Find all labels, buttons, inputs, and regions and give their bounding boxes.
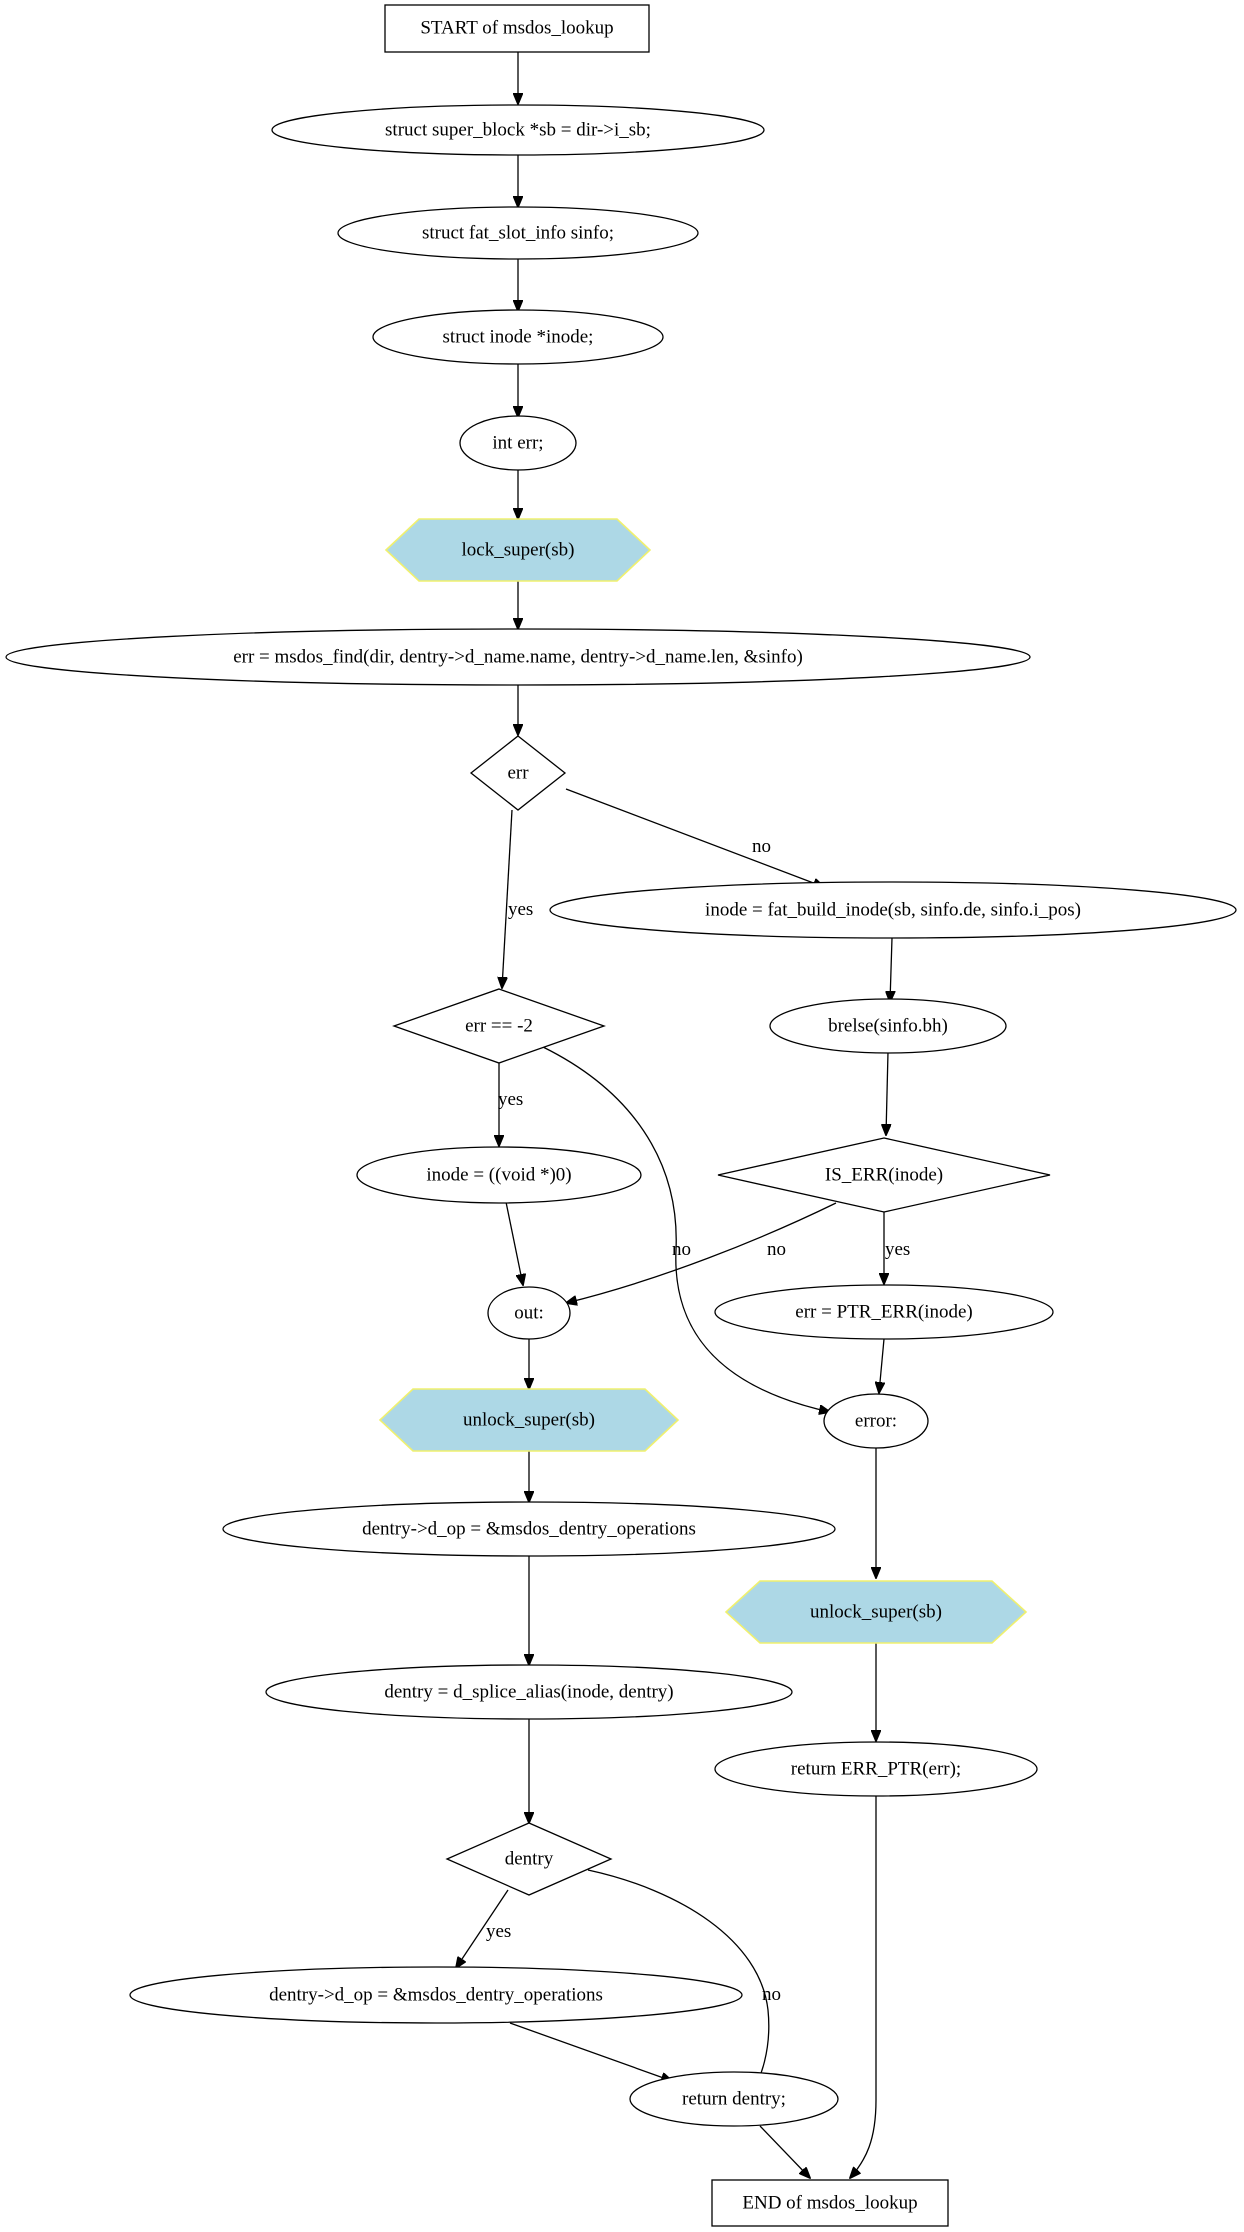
nodes: START of msdos_lookup struct super_block… — [5, 4, 1237, 2227]
label-out-node: out: — [487, 1286, 571, 1340]
inode-null-node: inode = ((void *)0) — [356, 1146, 642, 1204]
label-out-node-label: out: — [514, 1303, 544, 1324]
dentry-op-2-node-label: dentry->d_op = &msdos_dentry_operations — [269, 1985, 603, 2006]
start-node-label: START of msdos_lookup — [420, 18, 613, 39]
return-err-ptr-node: return ERR_PTR(err); — [714, 1741, 1038, 1797]
edge-label-dentry-no: no — [762, 1984, 781, 2005]
edge-cond-err-no — [565, 788, 824, 887]
edge-label-eq-no: no — [672, 1239, 691, 1260]
brelse-node: brelse(sinfo.bh) — [769, 998, 1007, 1054]
label-error-node-label: error: — [855, 1411, 897, 1432]
edge-cond-dentry-yes — [456, 1889, 509, 1968]
splice-alias-node: dentry = d_splice_alias(inode, dentry) — [265, 1664, 793, 1720]
lock-super-node: lock_super(sb) — [384, 518, 652, 582]
edge-return-err-to-end — [850, 1796, 877, 2178]
cond-err-node-label: err — [507, 763, 529, 784]
edge-dentry-op-2-to-return — [509, 2022, 672, 2081]
splice-alias-node-label: dentry = d_splice_alias(inode, dentry) — [384, 1682, 673, 1703]
dentry-op-2-node: dentry->d_op = &msdos_dentry_operations — [129, 1966, 743, 2024]
edge-label-iserr-yes: yes — [885, 1239, 910, 1260]
cond-is-err-node: IS_ERR(inode) — [717, 1137, 1051, 1213]
cond-err-eq-node: err == -2 — [392, 988, 606, 1064]
dentry-op-1-node: dentry->d_op = &msdos_dentry_operations — [222, 1501, 836, 1557]
edge-fat-build-to-brelse — [890, 937, 892, 1002]
decl-sb-node: struct super_block *sb = dir->i_sb; — [271, 104, 765, 156]
decl-sinfo-node: struct fat_slot_info sinfo; — [337, 206, 699, 260]
edge-brelse-to-cond-iserr — [886, 1051, 888, 1135]
dentry-op-1-node-label: dentry->d_op = &msdos_dentry_operations — [362, 1519, 696, 1540]
err-ptr-err-node-label: err = PTR_ERR(inode) — [795, 1302, 972, 1323]
edge-label-err-no: no — [752, 836, 771, 857]
edge-cond-dentry-no — [587, 1869, 770, 2092]
edge-return-dentry-to-end — [759, 2125, 810, 2178]
decl-inode-node-label: struct inode *inode; — [443, 327, 594, 348]
edge-labels: no yes yes no no yes yes no — [486, 836, 910, 2005]
lock-super-node-label: lock_super(sb) — [462, 540, 575, 561]
edge-err-ptr-to-error — [879, 1338, 884, 1393]
start-node: START of msdos_lookup — [384, 4, 650, 53]
edge-cond-iserr-no — [566, 1202, 837, 1303]
edge-label-eq-yes: yes — [498, 1089, 523, 1110]
unlock-super-error-node-label: unlock_super(sb) — [810, 1602, 942, 1623]
return-err-ptr-node-label: return ERR_PTR(err); — [791, 1759, 961, 1780]
decl-sb-node-label: struct super_block *sb = dir->i_sb; — [385, 120, 651, 141]
cond-err-node: err — [469, 735, 567, 811]
return-dentry-node-label: return dentry; — [682, 2089, 786, 2110]
unlock-super-out-node-label: unlock_super(sb) — [463, 1410, 595, 1431]
end-node: END of msdos_lookup — [711, 2179, 949, 2227]
edge-label-iserr-no: no — [767, 1239, 786, 1260]
decl-err-node-label: int err; — [492, 433, 543, 454]
cond-dentry-node: dentry — [445, 1822, 613, 1896]
decl-sinfo-node-label: struct fat_slot_info sinfo; — [422, 223, 614, 244]
msdos-find-node: err = msdos_find(dir, dentry->d_name.nam… — [5, 628, 1031, 686]
cond-dentry-node-label: dentry — [505, 1849, 554, 1870]
edge-inode-null-to-out — [505, 1201, 523, 1285]
inode-null-node-label: inode = ((void *)0) — [426, 1165, 571, 1186]
edge-cond-err-yes — [502, 809, 513, 988]
cond-is-err-node-label: IS_ERR(inode) — [825, 1165, 943, 1186]
err-ptr-err-node: err = PTR_ERR(inode) — [714, 1284, 1054, 1340]
fat-build-inode-node: inode = fat_build_inode(sb, sinfo.de, si… — [549, 881, 1237, 939]
edge-cond-eq-no — [542, 1046, 830, 1412]
unlock-super-error-node: unlock_super(sb) — [724, 1580, 1028, 1644]
decl-inode-node: struct inode *inode; — [372, 309, 664, 365]
return-dentry-node: return dentry; — [629, 2071, 839, 2127]
edge-label-dentry-yes: yes — [486, 1921, 511, 1942]
edges — [456, 52, 892, 2178]
cond-err-eq-node-label: err == -2 — [465, 1016, 533, 1037]
label-error-node: error: — [823, 1393, 929, 1449]
fat-build-inode-node-label: inode = fat_build_inode(sb, sinfo.de, si… — [705, 900, 1081, 921]
msdos-find-node-label: err = msdos_find(dir, dentry->d_name.nam… — [233, 647, 803, 668]
edge-label-err-yes: yes — [508, 899, 533, 920]
brelse-node-label: brelse(sinfo.bh) — [828, 1016, 948, 1037]
decl-err-node: int err; — [459, 415, 577, 471]
unlock-super-out-node: unlock_super(sb) — [378, 1388, 680, 1452]
end-node-label: END of msdos_lookup — [742, 2193, 917, 2214]
